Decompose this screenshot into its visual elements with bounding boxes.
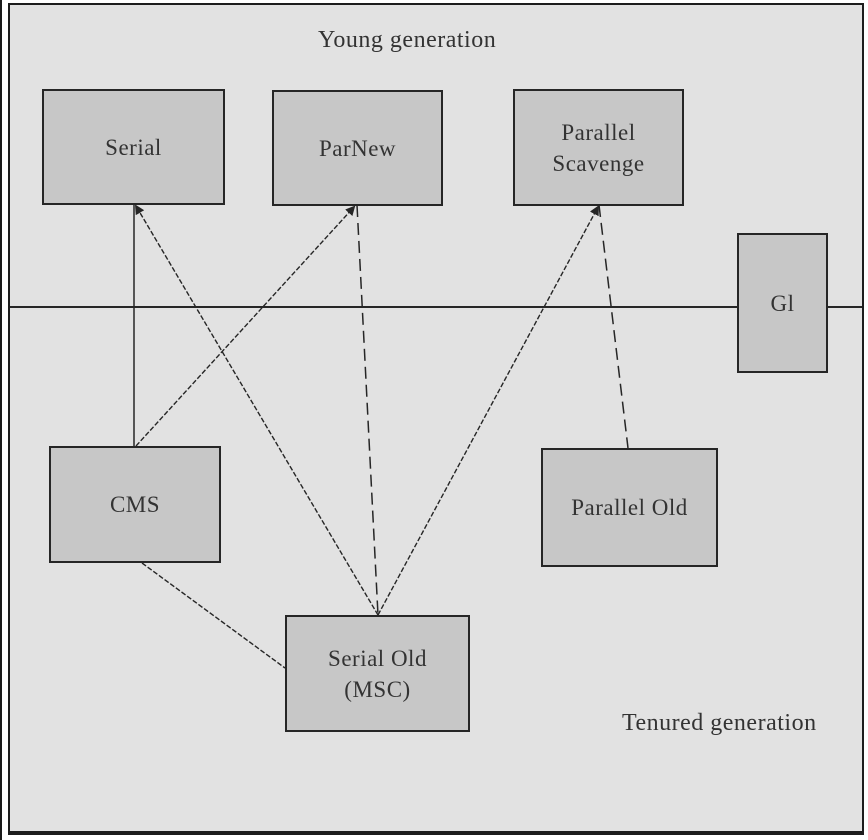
node-serial: Serial	[42, 89, 225, 205]
node-serial-label: Serial	[105, 134, 162, 160]
edge-ps-serialold	[377, 205, 599, 616]
node-serial-old-label-line1: Serial Old	[328, 645, 427, 671]
edge-serial-serialold	[135, 204, 379, 616]
connection-lines	[10, 204, 862, 669]
edge-ps-parallelold	[598, 204, 629, 449]
tenured-generation-label: Tenured generation	[622, 710, 817, 736]
node-g1-label: Gl	[770, 290, 795, 316]
page-edge-line	[0, 0, 2, 840]
node-cms-label: CMS	[109, 492, 161, 517]
node-parallel-scavenge-label-line1: Parallel	[561, 119, 636, 145]
young-generation-label: Young generation	[318, 27, 497, 53]
edge-cms-serialold	[141, 562, 286, 669]
node-parallel-old: Parallel Old	[541, 448, 718, 567]
node-parallel-scavenge-label-line2: Scavenge	[552, 150, 645, 176]
node-cms: CMS	[49, 446, 221, 563]
node-parnew: ParNew	[272, 90, 443, 206]
edge-parnew-serialold	[356, 204, 379, 616]
node-parnew-label: ParNew	[318, 135, 397, 161]
node-parallel-old-label: Parallel Old	[571, 495, 688, 520]
node-g1: Gl	[737, 233, 828, 373]
heap-frame: Young generation Tenured generation Seri…	[8, 3, 864, 835]
node-serial-old-label-line2: (MSC)	[344, 676, 411, 702]
node-serial-old: Serial Old (MSC)	[285, 615, 470, 732]
edge-parnew-cms	[135, 205, 356, 447]
node-parallel-scavenge: Parallel Scavenge	[513, 89, 684, 206]
